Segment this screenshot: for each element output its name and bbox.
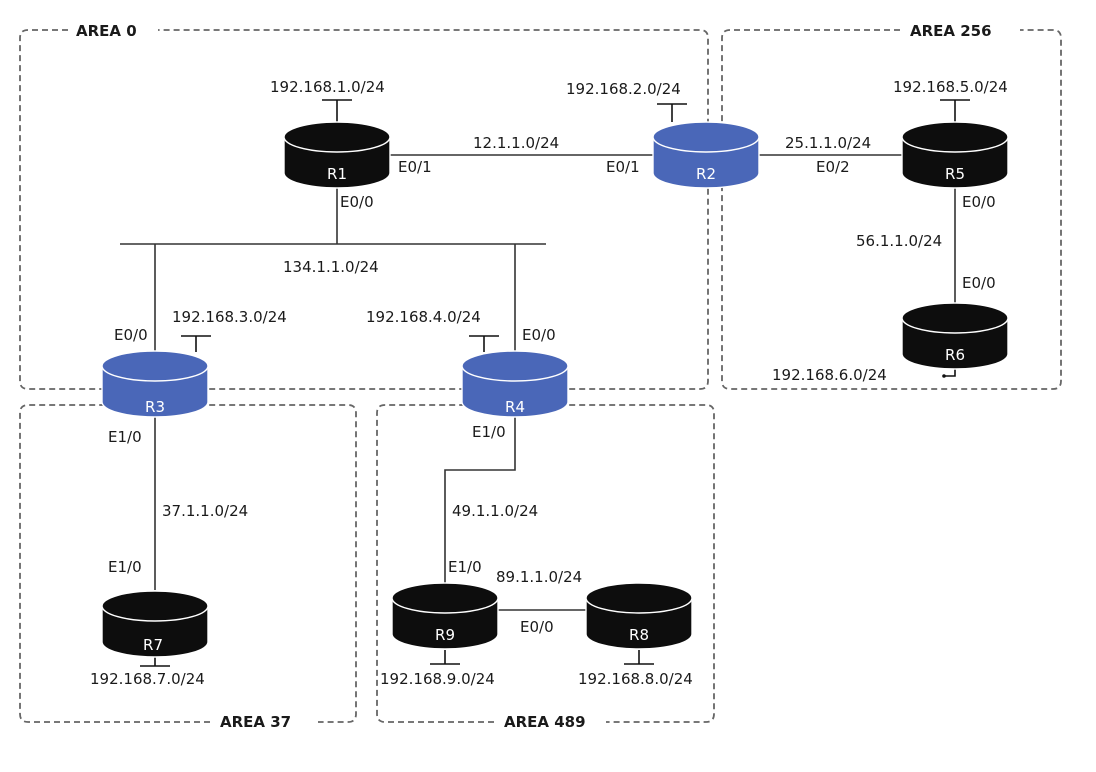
stub-r6-dot	[942, 374, 946, 378]
interface-label-r3-e00: E0/0	[114, 326, 148, 344]
network-label-r4-r9: 49.1.1.0/24	[452, 502, 538, 520]
network-label-r9-r8: 89.1.1.0/24	[496, 568, 582, 586]
router-r3-label: R3	[145, 398, 165, 416]
router-r7[interactable]: R7	[101, 590, 209, 658]
router-r9[interactable]: R9	[391, 582, 499, 650]
router-icon	[585, 582, 693, 650]
area-0-border	[19, 29, 709, 390]
network-label-r7-lan: 192.168.7.0/24	[90, 670, 205, 688]
router-icon	[391, 582, 499, 650]
network-label-r5-lan: 192.168.5.0/24	[893, 78, 1008, 96]
network-label-r1-r2: 12.1.1.0/24	[473, 134, 559, 152]
network-label-r3-lan: 192.168.3.0/24	[172, 308, 287, 326]
network-label-r5-r6: 56.1.1.0/24	[856, 232, 942, 250]
router-r7-label: R7	[143, 636, 163, 654]
router-r1-label: R1	[327, 165, 347, 183]
link-r4-r9	[444, 398, 516, 590]
area-0: AREA 0	[19, 22, 709, 390]
interface-label-r1-e00: E0/0	[340, 193, 374, 211]
interface-label-r7-e10: E1/0	[108, 558, 142, 576]
area-0-label: AREA 0	[76, 22, 137, 40]
area-256-border	[721, 29, 1062, 390]
router-r4[interactable]: R4	[461, 350, 569, 418]
interface-label-r2-e01: E0/1	[606, 158, 640, 176]
network-label-r4-lan: 192.168.4.0/24	[366, 308, 481, 326]
router-r8-label: R8	[629, 626, 649, 644]
router-r6-label: R6	[945, 346, 965, 364]
router-r8[interactable]: R8	[585, 582, 693, 650]
network-label-r2-r5: 25.1.1.0/24	[785, 134, 871, 152]
router-icon	[283, 121, 391, 189]
router-r5[interactable]: R5	[901, 121, 1009, 189]
interface-label-r1-e01: E0/1	[398, 158, 432, 176]
router-r5-label: R5	[945, 165, 965, 183]
router-r6[interactable]: R6	[901, 302, 1009, 370]
network-label-r8-lan: 192.168.8.0/24	[578, 670, 693, 688]
area-489-label: AREA 489	[504, 713, 586, 731]
area-37-label: AREA 37	[220, 713, 291, 731]
network-label-r1-lan: 192.168.1.0/24	[270, 78, 385, 96]
network-label-r2-lan: 192.168.2.0/24	[566, 80, 681, 98]
interface-label-r4-e10: E1/0	[472, 423, 506, 441]
router-r3[interactable]: R3	[101, 350, 209, 418]
router-r1[interactable]: R1	[283, 121, 391, 189]
interface-label-r2-e02: E0/2	[816, 158, 850, 176]
links	[120, 154, 956, 611]
interface-label-r5-e00: E0/0	[962, 193, 996, 211]
router-icon	[652, 121, 760, 189]
router-icon	[461, 350, 569, 418]
router-icon	[101, 590, 209, 658]
router-r2[interactable]: R2	[652, 121, 760, 189]
area-37: AREA 37	[19, 404, 357, 731]
area-37-border	[19, 404, 357, 723]
network-label-shared-134: 134.1.1.0/24	[283, 258, 379, 276]
interface-label-r6-e00: E0/0	[962, 274, 996, 292]
area-256-label: AREA 256	[910, 22, 992, 40]
router-r2-label: R2	[696, 165, 716, 183]
area-256: AREA 256	[721, 22, 1062, 390]
interface-label-r8-e00: E0/0	[520, 618, 554, 636]
network-label-r6-lan: 192.168.6.0/24	[772, 366, 887, 384]
interface-label-r3-e10: E1/0	[108, 428, 142, 446]
network-label-r3-r7: 37.1.1.0/24	[162, 502, 248, 520]
network-labels: 192.168.1.0/24 192.168.2.0/24 192.168.5.…	[90, 78, 1008, 688]
router-icon	[901, 121, 1009, 189]
network-label-r9-lan: 192.168.9.0/24	[380, 670, 495, 688]
router-r9-label: R9	[435, 626, 455, 644]
router-r4-label: R4	[505, 398, 525, 416]
interface-labels: E0/1 E0/0 E0/1 E0/2 E0/0 E0/0 E0/0 E0/0 …	[108, 158, 996, 636]
interface-label-r4-e00: E0/0	[522, 326, 556, 344]
router-icon	[101, 350, 209, 418]
interface-label-r9-e10: E1/0	[448, 558, 482, 576]
router-icon	[901, 302, 1009, 370]
